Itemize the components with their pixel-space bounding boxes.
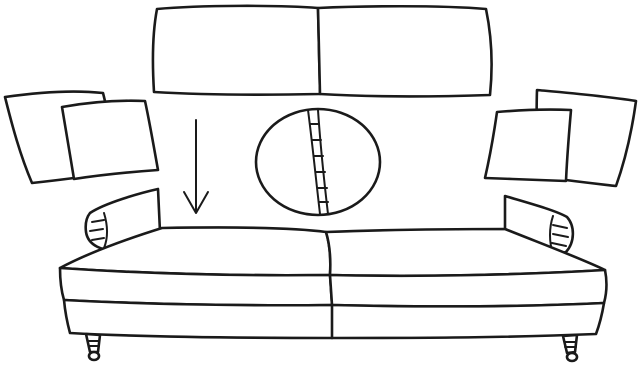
down-arrow-icon	[183, 119, 209, 214]
zip-detail-circle	[254, 107, 382, 217]
back-cushions	[151, 4, 493, 98]
sofa-base	[62, 298, 606, 340]
seat-cushion-fronts	[58, 266, 608, 308]
castor-leg-right	[561, 333, 579, 363]
scatter-cushions-right	[483, 88, 638, 188]
scatter-cushions-left	[3, 90, 160, 185]
back-cushion-right	[316, 4, 493, 98]
back-cushion-left	[151, 4, 322, 96]
scatter-cushion-left-front	[60, 99, 160, 181]
scatter-cushion-right-front	[483, 108, 573, 183]
castor-leg-left	[84, 332, 102, 362]
